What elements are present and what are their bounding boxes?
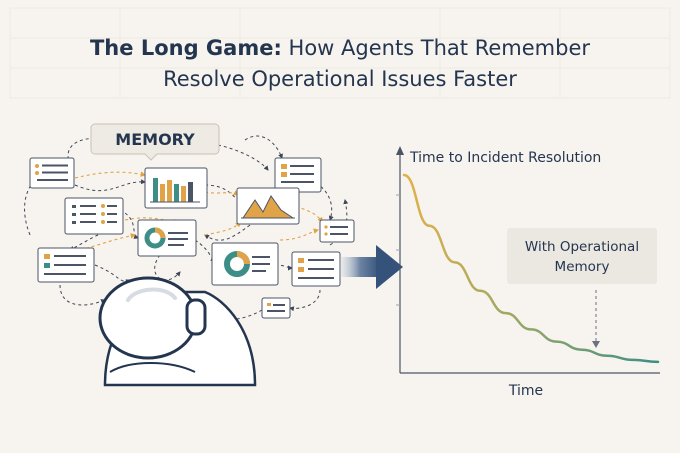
y-axis-arrowhead xyxy=(396,146,404,155)
resolution-chart: Time to Incident Resolution Time With Op… xyxy=(396,146,660,399)
memory-card-donut-large xyxy=(211,242,279,286)
title-line-2: Resolve Operational Issues Faster xyxy=(163,67,517,91)
memory-card-list-2 xyxy=(274,157,322,193)
annotation-line-1: With Operational xyxy=(525,239,639,255)
annotation-pointer-head xyxy=(592,341,600,348)
annotation-box: With Operational Memory xyxy=(507,228,657,284)
memory-card-tiny xyxy=(261,297,291,319)
memory-callout: MEMORY xyxy=(90,123,220,161)
memory-card-area-chart xyxy=(236,187,300,225)
annotation-line-2: Memory xyxy=(555,259,610,275)
y-axis-label: Time to Incident Resolution xyxy=(409,150,601,166)
transition-arrow xyxy=(340,245,403,289)
memory-card-list-5 xyxy=(291,251,341,287)
resolution-curve xyxy=(402,173,660,364)
title-line-1-rest: How Agents That Remember xyxy=(282,36,591,60)
y-tick-marks xyxy=(396,194,400,306)
memory-card-list-4 xyxy=(37,247,95,283)
memory-card-list-1 xyxy=(29,157,75,189)
memory-card-list-3 xyxy=(64,197,124,235)
memory-label: MEMORY xyxy=(115,130,195,149)
title-bold: The Long Game: xyxy=(90,36,282,60)
x-axis-label: Time xyxy=(508,383,543,399)
background-pattern xyxy=(9,7,671,99)
memory-card-bar-chart xyxy=(144,167,208,209)
title-line-1: The Long Game: How Agents That Remember xyxy=(90,36,590,60)
agent-head-icon xyxy=(98,276,257,387)
memory-card-donut xyxy=(137,219,197,257)
memory-card-small-list xyxy=(319,219,355,243)
